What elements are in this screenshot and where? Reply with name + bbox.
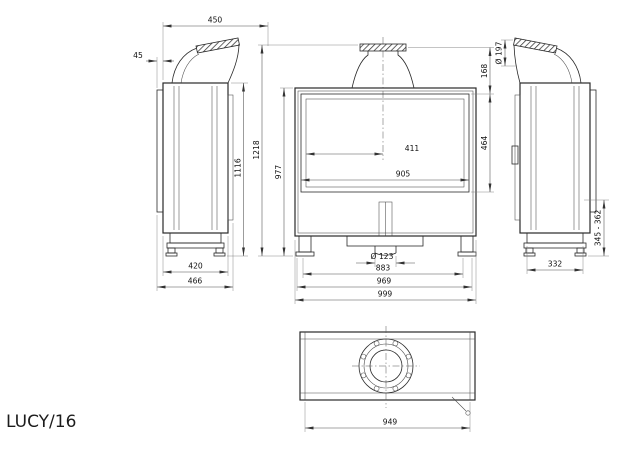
dimension-front-glass-height: 464 xyxy=(471,94,494,193)
bottom-tray xyxy=(346,235,424,247)
dim-front-center-width: 411 xyxy=(405,144,420,153)
dim-front-total-width: 999 xyxy=(378,290,393,299)
dim-front-body-height: 977 xyxy=(274,165,283,180)
left-base xyxy=(165,232,226,257)
flange-bolt xyxy=(392,340,399,347)
dimension-top-width: 949 xyxy=(304,402,471,432)
front-underside xyxy=(295,235,477,257)
glass-frame xyxy=(300,93,470,193)
dimension-front-inner-width: 883 xyxy=(302,258,464,278)
dim-left-base-depth: 420 xyxy=(188,262,203,271)
front-view: 1218 977 168 464 411 905 xyxy=(252,37,494,304)
dimension-left-base-depth: 420 xyxy=(162,236,229,276)
right-rear-shield xyxy=(514,94,521,221)
left-flue-elbow xyxy=(171,37,240,84)
dim-front-glass-height: 464 xyxy=(480,136,489,151)
right-door-profile xyxy=(589,89,597,213)
flange-bolt xyxy=(373,340,380,347)
dim-top-width: 949 xyxy=(383,418,398,427)
dim-right-flue-diameter: Ø 197 xyxy=(495,41,504,64)
dim-front-inner-width: 883 xyxy=(376,264,391,273)
dimension-front-air-inlet: Ø 123 xyxy=(356,252,415,267)
right-body-outline xyxy=(519,82,591,234)
left-door-profile xyxy=(156,89,164,213)
top-flue-collar xyxy=(352,326,420,408)
right-base xyxy=(523,232,587,257)
top-body-outline xyxy=(299,331,476,401)
flange-bolt xyxy=(360,353,367,360)
flange-bolt xyxy=(405,353,412,360)
dim-front-total-height: 1218 xyxy=(252,140,261,159)
front-flue-collar xyxy=(351,43,415,89)
flue-flange xyxy=(195,37,240,54)
dimension-front-body-width: 969 xyxy=(296,258,473,291)
flue-flange xyxy=(359,43,407,52)
flange-bolt xyxy=(373,385,380,392)
dim-left-front-offset: 45 xyxy=(133,51,143,60)
dimension-front-total-width: 999 xyxy=(294,240,477,304)
left-side-view: 450 45 1116 420 466 xyxy=(133,16,269,291)
flange-bolt xyxy=(405,372,412,379)
dimension-front-body-height: 977 xyxy=(274,87,293,256)
right-body xyxy=(511,82,597,234)
left-rear-shield xyxy=(227,94,234,221)
dim-right-base-depth: 332 xyxy=(548,260,563,269)
front-right-leg xyxy=(460,235,474,253)
dim-front-body-width: 969 xyxy=(377,277,392,286)
glass-pane xyxy=(305,98,465,188)
dimension-front-top-section: 168 xyxy=(408,47,494,95)
top-view: 949 xyxy=(299,326,476,432)
dimension-right-flue-diameter: Ø 197 xyxy=(495,39,517,67)
air-inlet-spigot xyxy=(374,252,397,256)
flue-flange xyxy=(513,37,558,54)
dimension-front-center-width: 411 xyxy=(306,144,420,156)
right-flue-elbow xyxy=(513,37,582,84)
front-body xyxy=(294,87,477,237)
rear-connector xyxy=(511,145,519,165)
dimension-left-body-height: 1116 xyxy=(227,82,248,257)
dim-front-top-section: 168 xyxy=(480,64,489,79)
front-left-leg xyxy=(298,235,312,253)
dimension-front-glass-width: 905 xyxy=(301,170,469,182)
right-side-view: Ø 197 345 - 362 332 xyxy=(495,37,609,274)
dimension-left-front-offset: 45 xyxy=(133,51,174,88)
dimension-left-total-depth: 466 xyxy=(156,215,234,291)
model-label: LUCY/16 xyxy=(6,412,76,432)
dim-left-top-width: 450 xyxy=(208,16,223,25)
left-body-outline xyxy=(162,82,229,234)
flange-bolt xyxy=(392,385,399,392)
dim-right-height-range: 345 - 362 xyxy=(594,210,603,247)
dimension-front-total-height: 1218 xyxy=(252,44,358,257)
flange-bolt xyxy=(360,372,367,379)
dim-front-glass-width: 905 xyxy=(396,170,411,179)
dimension-right-base-depth: 332 xyxy=(526,246,584,274)
dimension-left-top-width: 450 xyxy=(162,16,269,80)
left-body xyxy=(156,82,234,234)
dim-left-body-height: 1116 xyxy=(234,158,243,177)
dimension-right-height-range: 345 - 362 xyxy=(584,199,609,257)
dim-front-air-inlet-diameter: Ø 123 xyxy=(371,252,394,261)
dim-left-total-depth: 466 xyxy=(188,277,203,286)
